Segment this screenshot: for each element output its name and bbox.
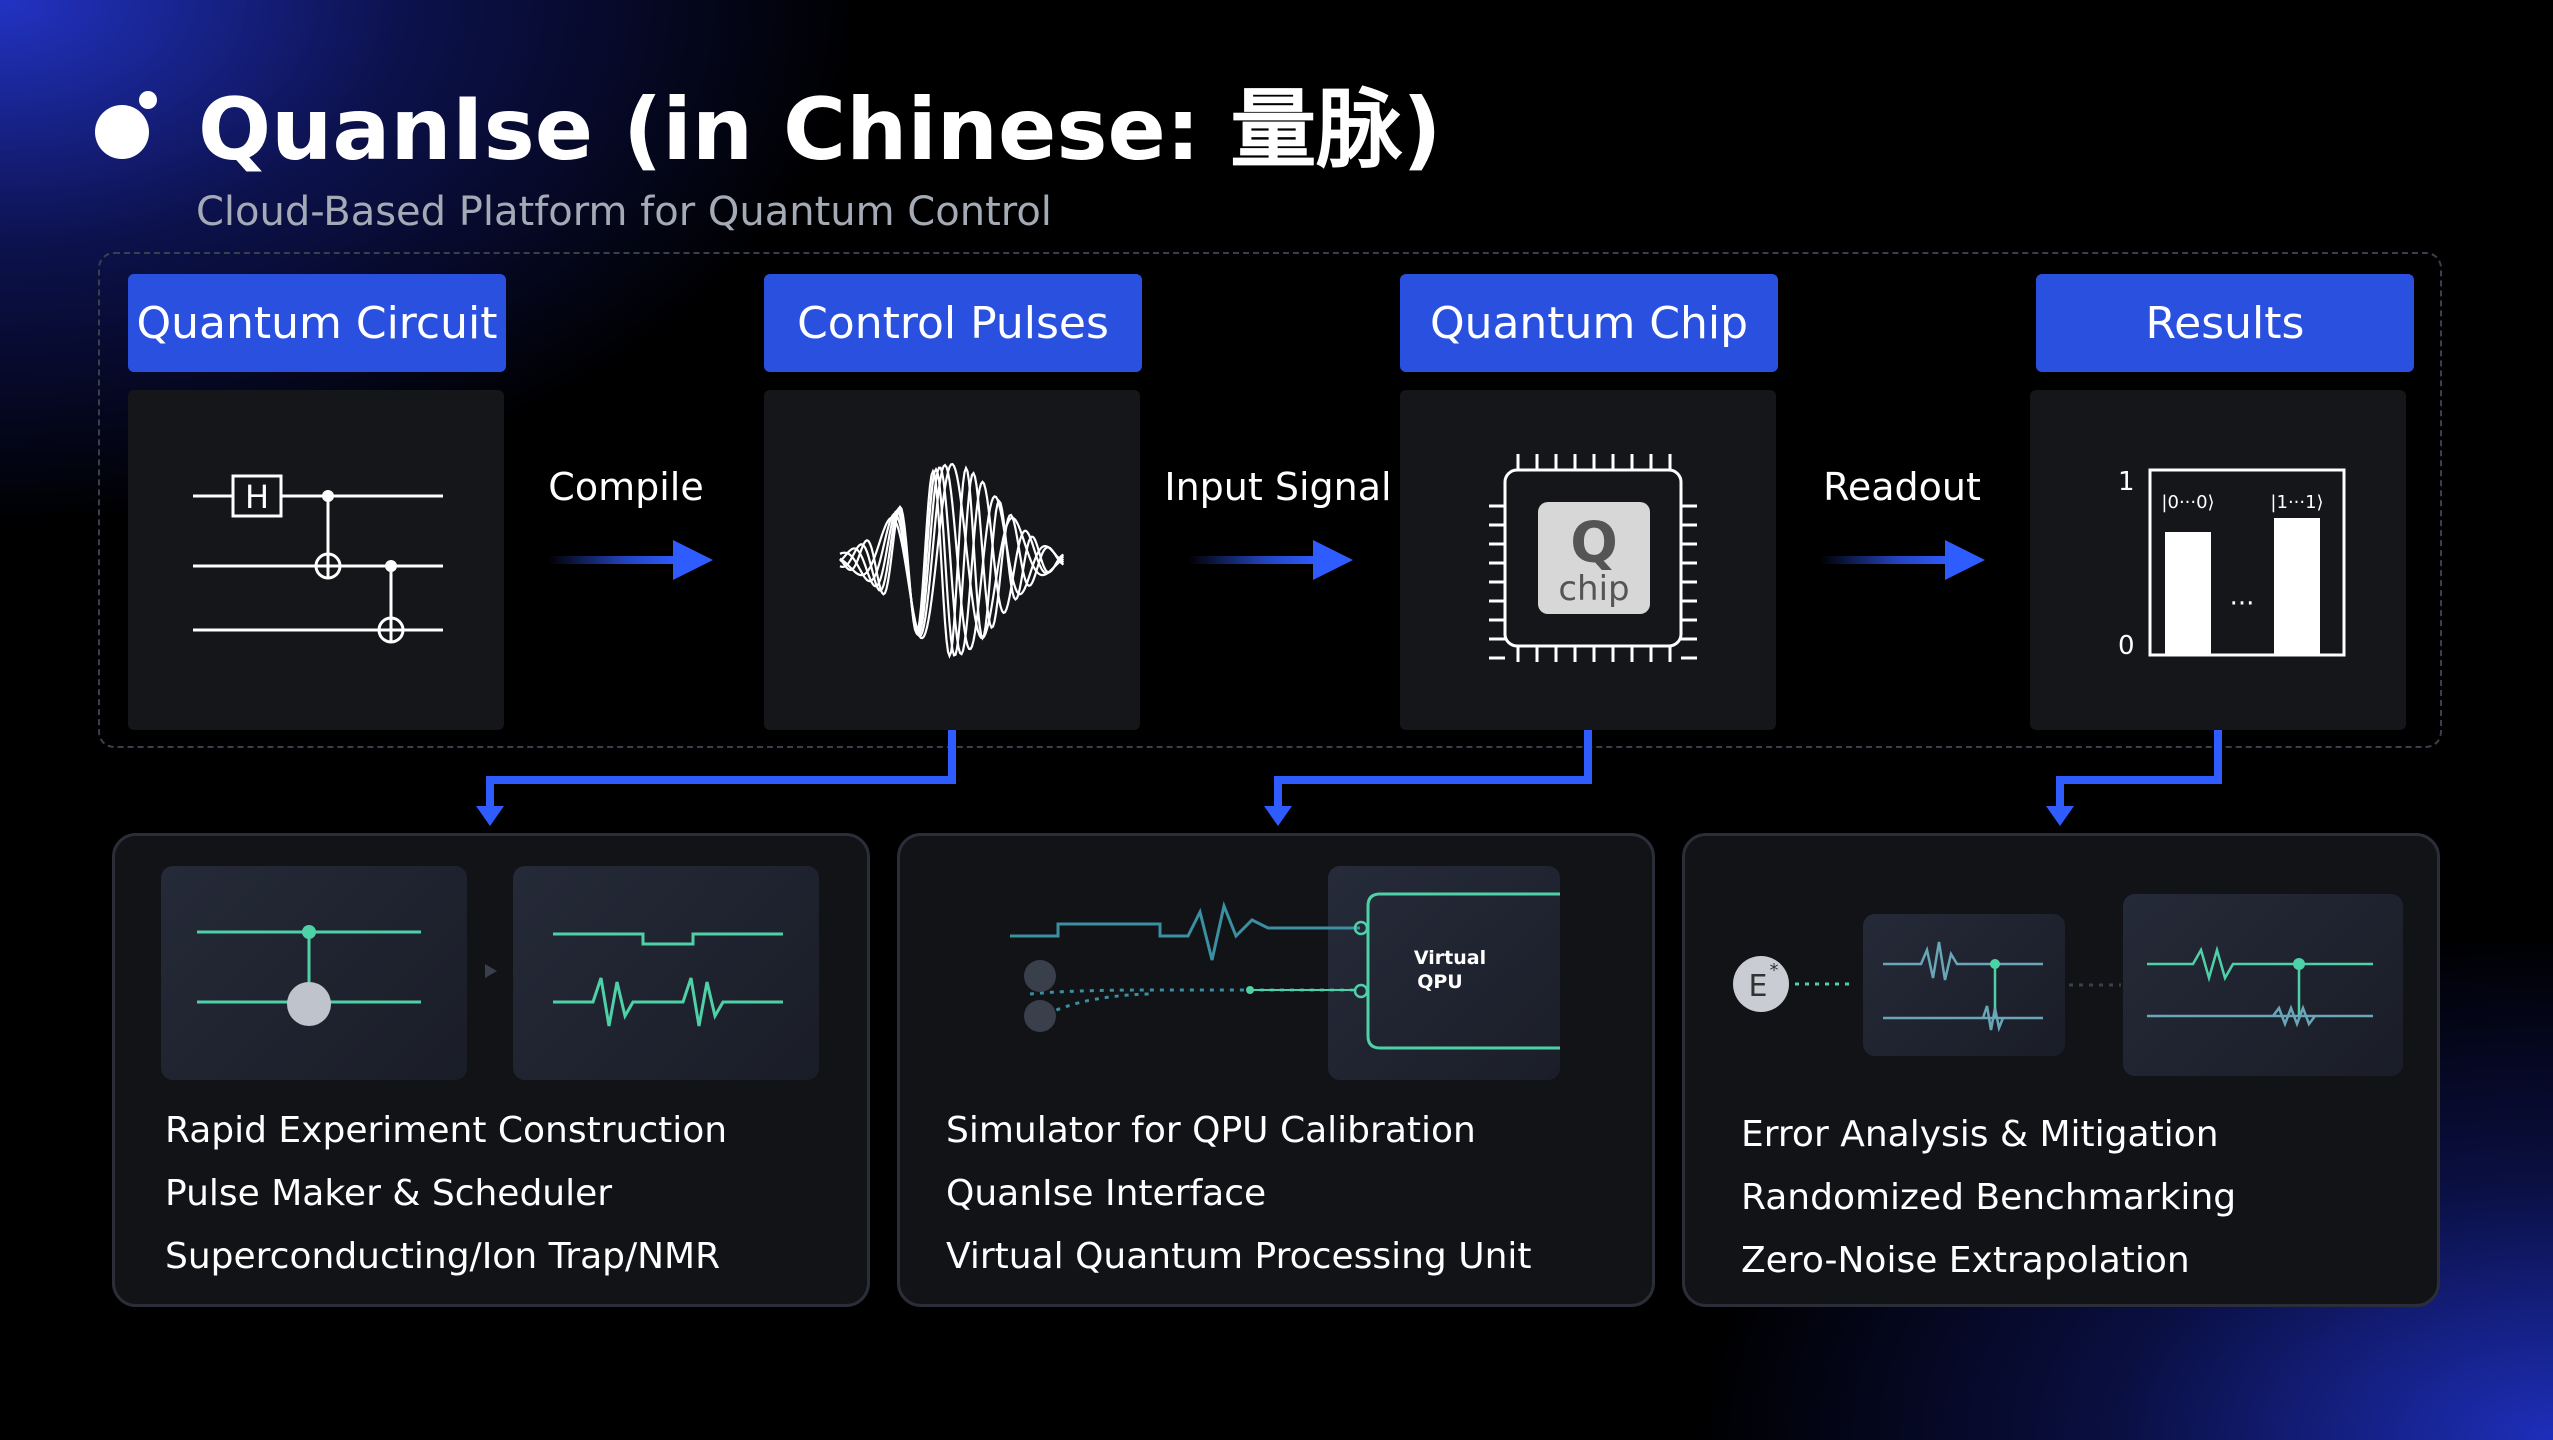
results-dots: ··· — [2230, 589, 2255, 619]
results-bar-right-label: |1···1⟩ — [2270, 492, 2323, 513]
step-label-compile: Compile — [548, 465, 704, 509]
chip-word: chip — [1558, 569, 1629, 609]
noisy-gate-thumbnail — [1863, 914, 2065, 1056]
feature-card-simulator: Virtual QPU Simulator for QPU Calibratio… — [897, 833, 1655, 1307]
feature-card-error-mitigation: E * Error Analys — [1682, 833, 2440, 1307]
readout-arrow-icon — [1820, 540, 1985, 580]
feature-hardware-platforms: Superconducting/Ion Trap/NMR — [165, 1236, 721, 1277]
pulse-curve — [839, 465, 1065, 659]
step-label-input-signal: Input Signal — [1164, 465, 1392, 509]
workflow-frame — [98, 252, 2442, 748]
bullet-logo-icon — [95, 91, 157, 159]
two-qubit-gate-thumbnail — [161, 866, 467, 1080]
error-symbol: E — [1749, 969, 1768, 1004]
step-label-readout: Readout — [1823, 465, 1981, 509]
feature-zero-noise-extrapolation: Zero-Noise Extrapolation — [1741, 1240, 2190, 1281]
quantum-chip-panel: Q chip — [1400, 390, 1776, 730]
dotted-link — [2069, 983, 2121, 987]
error-symbol-mark: * — [1770, 960, 1779, 981]
quantum-circuit-panel: H — [128, 390, 504, 730]
results-axis-top: 1 — [2118, 467, 2135, 497]
stage-label-quantum-chip: Quantum Chip — [1400, 274, 1778, 372]
feature-quanlse-interface: QuanIse Interface — [946, 1173, 1267, 1214]
mitigated-gate-thumbnail — [2123, 894, 2403, 1076]
virtual-qpu-label-line1: Virtual — [1414, 947, 1486, 969]
control-pulses-icon — [839, 462, 1065, 659]
error-source-icon: E * — [1733, 956, 1849, 1012]
results-histogram-icon: 1 0 |0···0⟩ |1···1⟩ ··· — [2118, 467, 2346, 661]
feature-card-experiment: Rapid Experiment Construction Pulse Make… — [112, 833, 870, 1307]
connector-lines — [476, 730, 2222, 826]
stage-label-results: Results — [2036, 274, 2414, 372]
feature-randomized-benchmarking: Randomized Benchmarking — [1741, 1177, 2237, 1218]
virtual-qpu-diagram: Virtual QPU — [1010, 866, 1560, 1080]
compile-arrow-icon — [548, 540, 713, 580]
feature-pulse-maker: Pulse Maker & Scheduler — [165, 1173, 613, 1214]
page-subtitle: Cloud-Based Platform for Quantum Control — [196, 189, 1052, 235]
play-triangle-icon — [485, 964, 497, 978]
feature-rapid-experiment: Rapid Experiment Construction — [165, 1110, 728, 1151]
page-title: QuanIse (in Chinese: 量脉) — [198, 80, 1442, 180]
virtual-qpu-label-line2: QPU — [1417, 971, 1463, 993]
control-pulses-panel — [764, 390, 1140, 730]
feature-qpu-simulator: Simulator for QPU Calibration — [946, 1110, 1476, 1151]
pulse-schedule-thumbnail — [513, 866, 819, 1080]
feature-error-analysis: Error Analysis & Mitigation — [1741, 1114, 2219, 1155]
chip-letter: Q — [1570, 511, 1618, 576]
results-panel: 1 0 |0···0⟩ |1···1⟩ ··· — [2030, 390, 2406, 730]
input-signal-arrow-icon — [1188, 540, 1353, 580]
results-bar-left-label: |0···0⟩ — [2161, 492, 2214, 513]
stage-label-control-pulses: Control Pulses — [764, 274, 1142, 372]
hadamard-gate-label: H — [245, 478, 269, 516]
stage-label-quantum-circuit: Quantum Circuit — [128, 274, 506, 372]
quantum-chip-icon: Q chip — [1489, 454, 1697, 662]
results-axis-bottom: 0 — [2118, 631, 2135, 661]
feature-virtual-qpu: Virtual Quantum Processing Unit — [946, 1236, 1532, 1277]
quantum-circuit-icon: H — [193, 474, 443, 644]
